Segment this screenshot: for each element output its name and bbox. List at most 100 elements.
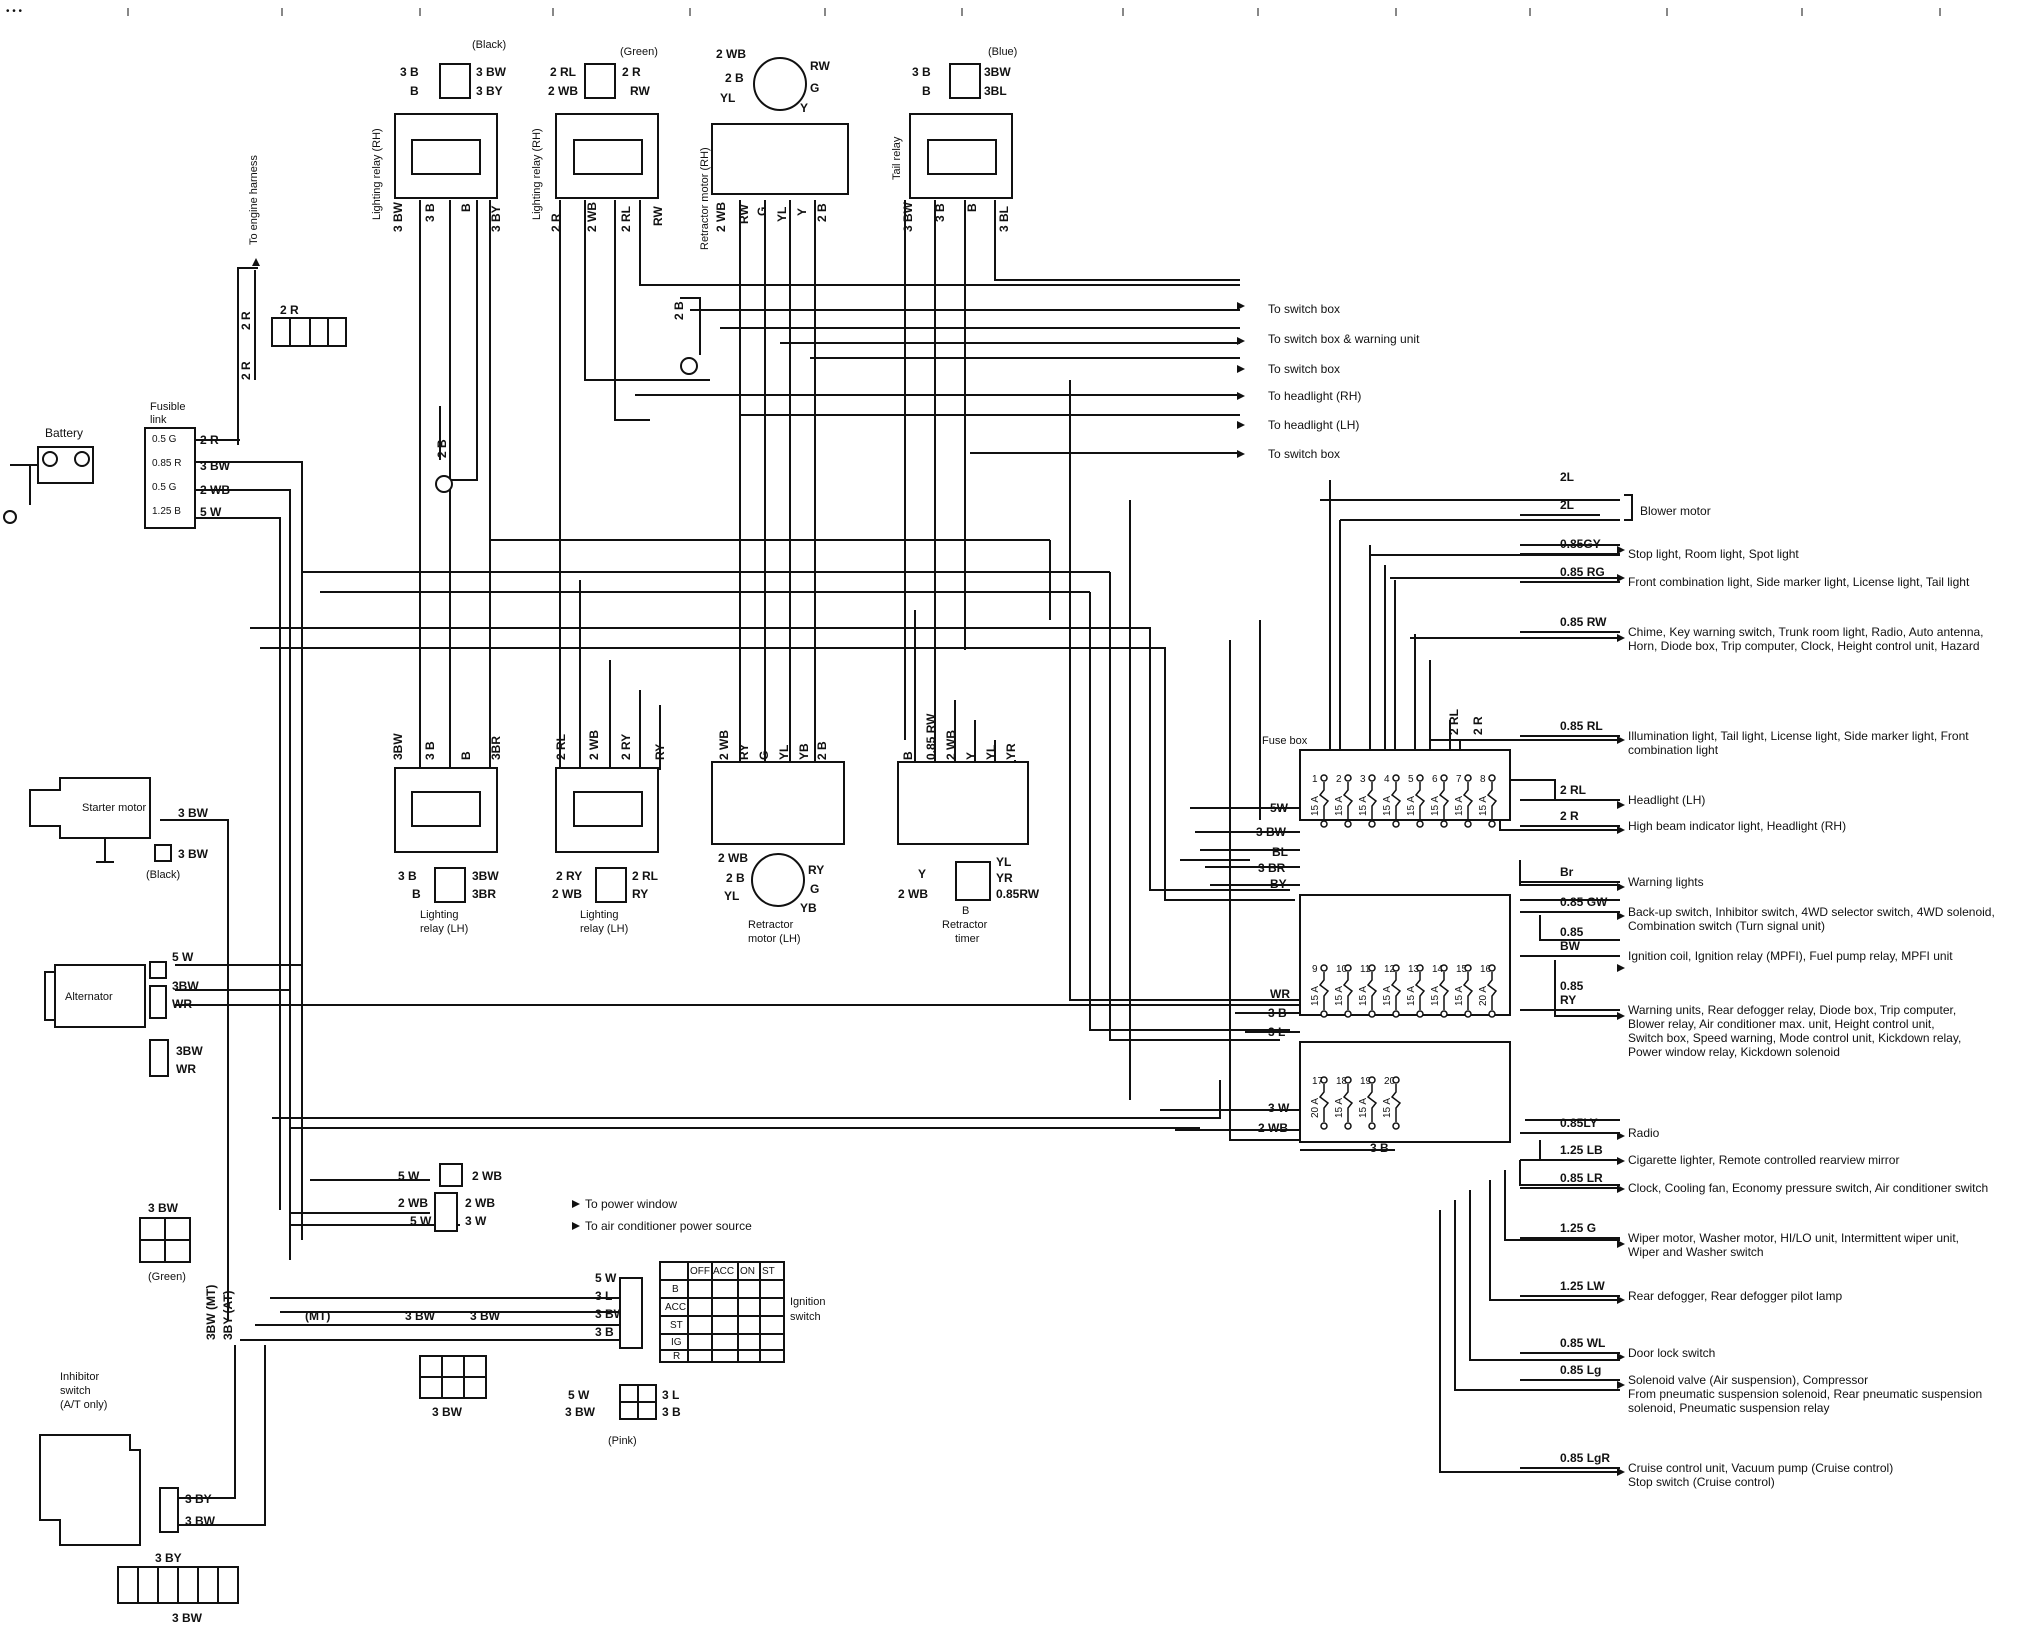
svg-text:3BR: 3BR [489, 736, 503, 760]
svg-text:RW: RW [810, 59, 830, 73]
output-destination: Power window relay, Kickdown solenoid [1628, 1045, 1840, 1059]
svg-text:3 BW: 3 BW [200, 459, 231, 473]
svg-text:2 B: 2 B [725, 71, 744, 85]
output-wire-code: 2L [1560, 498, 1574, 512]
svg-text:B: B [965, 203, 979, 212]
svg-text:3 B: 3 B [1268, 1006, 1287, 1020]
svg-text:Lighting relay (RH): Lighting relay (RH) [531, 128, 543, 220]
output-destination: Headlight (LH) [1628, 793, 1705, 807]
output-destination: Stop light, Room light, Spot light [1628, 547, 1799, 561]
svg-text:2 R: 2 R [622, 65, 641, 79]
svg-text:2 R: 2 R [1471, 716, 1485, 735]
svg-text:WR: WR [176, 1062, 196, 1076]
svg-text:timer: timer [955, 933, 980, 945]
svg-text:2 WB: 2 WB [200, 483, 230, 497]
relay-lighting-lh-2: 2 RL 2 WB 2 RY RY 2 RY 2 WB 2 RL RY Ligh… [552, 730, 667, 935]
fuse-6: 615 A [1430, 774, 1450, 828]
svg-text:2 WB: 2 WB [472, 1169, 502, 1183]
output-destination: Horn, Diode box, Trip computer, Clock, H… [1628, 639, 1980, 653]
bottom-wire-labels: (MT) 3 BW 3 BW 5 W 3 L 3 BW 3 B 3 BW [305, 1271, 643, 1419]
blower-bracket [1624, 494, 1633, 521]
svg-text:YR: YR [1004, 743, 1018, 760]
fuse-9: 915 A [1310, 964, 1330, 1018]
output-wire-code: 0.85 RG [1560, 565, 1605, 579]
fuse-rating: 15 A [1358, 796, 1369, 816]
fuse-rating: 15 A [1478, 796, 1489, 816]
svg-text:2 RL: 2 RL [632, 869, 658, 883]
fusible-output-labels: 2 R 3 BW 2 WB 5 W [200, 433, 231, 519]
svg-text:3 BY: 3 BY [185, 1492, 212, 1506]
svg-text:0.85RW: 0.85RW [996, 887, 1040, 901]
svg-text:3BL: 3BL [984, 84, 1007, 98]
output-circuit: 2L [1560, 498, 1574, 512]
output-wire-code: 0.85 [1560, 925, 1584, 939]
fusible-rating-3: 0.5 G [152, 482, 177, 493]
output-wire-code: 0.85 LR [1560, 1171, 1603, 1185]
output-wire-code: BW [1560, 939, 1581, 953]
output-destination: Stop switch (Cruise control) [1628, 1475, 1775, 1489]
svg-text:2 WB: 2 WB [552, 887, 582, 901]
output-circuit: 1.25 LB Cigarette lighter, Remote control… [1520, 1143, 1899, 1167]
svg-text:2 B: 2 B [435, 439, 449, 458]
svg-text:2 RL: 2 RL [1447, 709, 1461, 735]
svg-text:Y: Y [918, 867, 926, 881]
retractor-motor-lh: 2 WB RY G YL YB 2 B 2 WB 2 B YL RY G YB … [711, 730, 845, 945]
svg-text:3 B: 3 B [1370, 1141, 1389, 1155]
fuse-number: 9 [1312, 964, 1318, 975]
svg-text:2 WB: 2 WB [398, 1196, 428, 1210]
svg-text:3BY (AT): 3BY (AT) [221, 1290, 235, 1340]
destination-labels: To switch box To switch box & warning un… [1268, 302, 1420, 461]
svg-text:YR: YR [996, 871, 1013, 885]
svg-text:2 R: 2 R [280, 303, 299, 317]
svg-text:2 B: 2 B [815, 203, 829, 222]
to-engine-harness-label: To engine harness [248, 155, 260, 245]
svg-text:2 RY: 2 RY [556, 869, 582, 883]
fuse-number: 16 [1480, 964, 1492, 975]
svg-text:YL: YL [720, 91, 735, 105]
fuse-number: 12 [1384, 964, 1396, 975]
svg-text:Y: Y [795, 208, 809, 216]
svg-text:Tail relay: Tail relay [891, 136, 903, 180]
fuse-8: 815 A [1478, 774, 1498, 828]
svg-text:3 B: 3 B [933, 203, 947, 222]
svg-text:3 BR: 3 BR [1258, 861, 1286, 875]
svg-text:YB: YB [800, 901, 817, 915]
fuse-rating: 15 A [1358, 1098, 1369, 1118]
black-connector-label: (Black) [146, 869, 180, 881]
alternator: Alternator 5 W 3BW WR 3BW WR [44, 950, 203, 1077]
fuse-rating: 20 A [1478, 986, 1489, 1006]
output-destination: Cigarette lighter, Remote controlled rea… [1628, 1153, 1899, 1167]
power-window-connector: 5 W 2 WB 2 WB 2 WB 5 W 3 W To power wind… [398, 1163, 752, 1233]
svg-text:WR: WR [1270, 987, 1290, 1001]
fuse-5: 515 A [1406, 774, 1426, 828]
fuse-number: 20 [1384, 1076, 1396, 1087]
svg-text:RW: RW [737, 204, 751, 224]
svg-text:G: G [810, 81, 819, 95]
inhibitor-switch: Inhibitor switch (A/T only) 3 BY 3 BW 3 … [39, 1371, 239, 1625]
svg-text:ST: ST [670, 1320, 683, 1331]
battery-label: Battery [45, 426, 83, 440]
fuse-rating: 15 A [1430, 986, 1441, 1006]
svg-text:2 WB: 2 WB [716, 47, 746, 61]
output-destination: combination light [1628, 743, 1719, 757]
svg-text:3 BW: 3 BW [565, 1405, 596, 1419]
output-destination: Front combination light, Side marker lig… [1628, 575, 1970, 589]
relay-lighting-rh-green: (Green) 2 RL 2 WB 2 R RW Lighting relay … [531, 46, 665, 232]
svg-text:B: B [672, 1284, 679, 1295]
svg-text:ST: ST [762, 1266, 775, 1277]
dest-headlight-rh: To headlight (RH) [1268, 389, 1361, 403]
output-wire-code: 0.85 RL [1560, 719, 1603, 733]
svg-text:3BW: 3BW [172, 979, 199, 993]
output-wire-code: 1.25 LB [1560, 1143, 1603, 1157]
svg-text:YL: YL [777, 745, 791, 760]
inhibitor-label-1: Inhibitor [60, 1371, 99, 1383]
svg-text:3 B: 3 B [423, 741, 437, 760]
